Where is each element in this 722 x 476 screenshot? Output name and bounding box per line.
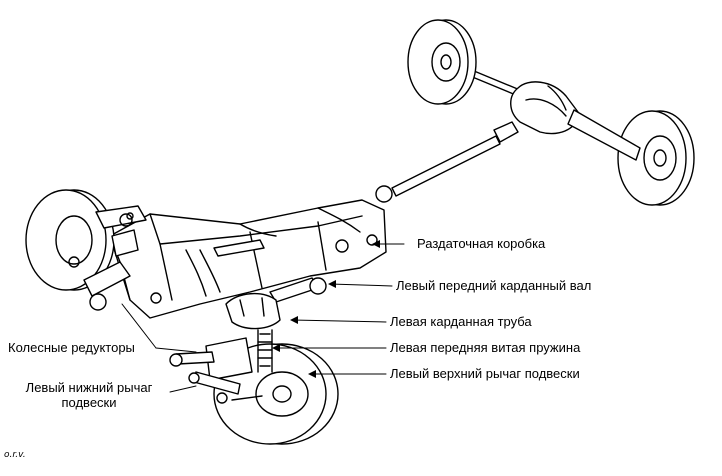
label-left-front-coil-spring: Левая передняя витая пружина: [390, 340, 581, 355]
left-front-driveshaft: [213, 239, 327, 303]
leader-left-cardan-tube: [291, 319, 387, 323]
rear-right-wheel: [617, 110, 695, 206]
front-left-suspension: [83, 205, 147, 311]
label-transfer-case: Раздаточная коробка: [417, 236, 546, 251]
front-right-suspension: [169, 329, 273, 404]
rear-axle: [461, 65, 641, 161]
credit-text: o.r.v.: [4, 450, 26, 460]
leader-wheel-reducers-a: [155, 347, 197, 353]
leader-lower-arm: [169, 385, 197, 393]
transmission-body: [109, 199, 387, 319]
label-left-lower-arm-line2: подвески: [61, 395, 117, 410]
leader-wheel-reducers-b: [121, 303, 157, 349]
leader-left-front-driveshaft: [329, 283, 393, 287]
label-left-upper-arm: Левый верхний рычаг подвески: [390, 366, 580, 381]
label-left-cardan-tube: Левая карданная труба: [390, 314, 532, 329]
label-left-lower-arm-line1: Левый нижний рычаг: [25, 380, 153, 395]
label-left-lower-arm: Левый нижний рычаг подвески: [10, 380, 168, 410]
rear-left-wheel: [407, 19, 477, 105]
rear-driveshaft: [375, 121, 519, 203]
left-cardan-tube: [225, 293, 281, 330]
label-left-front-driveshaft: Левый передний карданный вал: [396, 278, 592, 293]
label-wheel-reducers: Колесные редукторы: [8, 340, 135, 355]
leader-arrowheads: [272, 240, 380, 378]
